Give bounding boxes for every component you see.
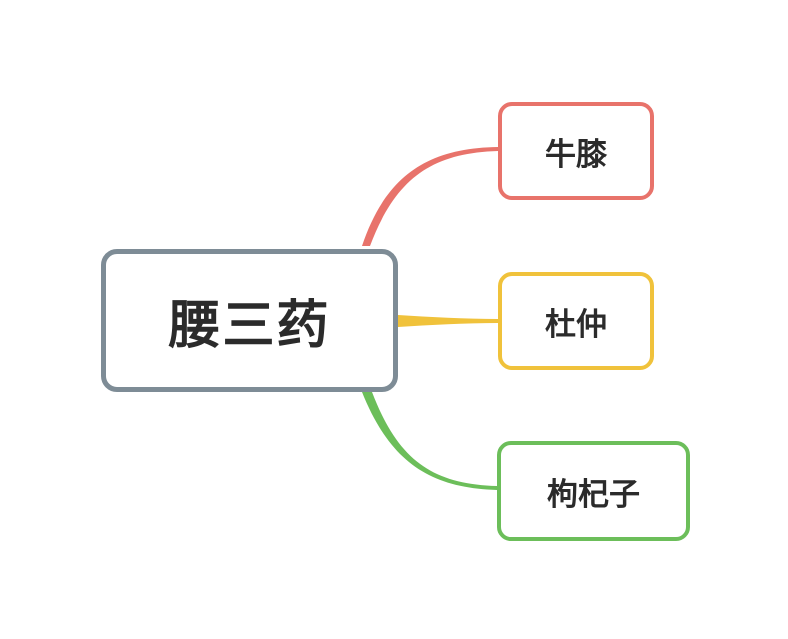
connector-niuxi — [362, 147, 498, 246]
child-node-niuxi[interactable]: 牛膝 — [498, 102, 654, 200]
child-node-duzhong[interactable]: 杜仲 — [498, 272, 654, 370]
connector-duzhong — [398, 315, 498, 327]
connector-gouqizi — [362, 392, 497, 490]
child-label-gouqizi: 枸杞子 — [547, 476, 640, 513]
child-node-gouqizi[interactable]: 枸杞子 — [497, 441, 690, 541]
child-label-duzhong: 杜仲 — [545, 306, 607, 343]
root-node[interactable]: 腰三药 — [101, 249, 398, 392]
child-label-niuxi: 牛膝 — [545, 136, 607, 173]
root-label: 腰三药 — [168, 296, 331, 356]
